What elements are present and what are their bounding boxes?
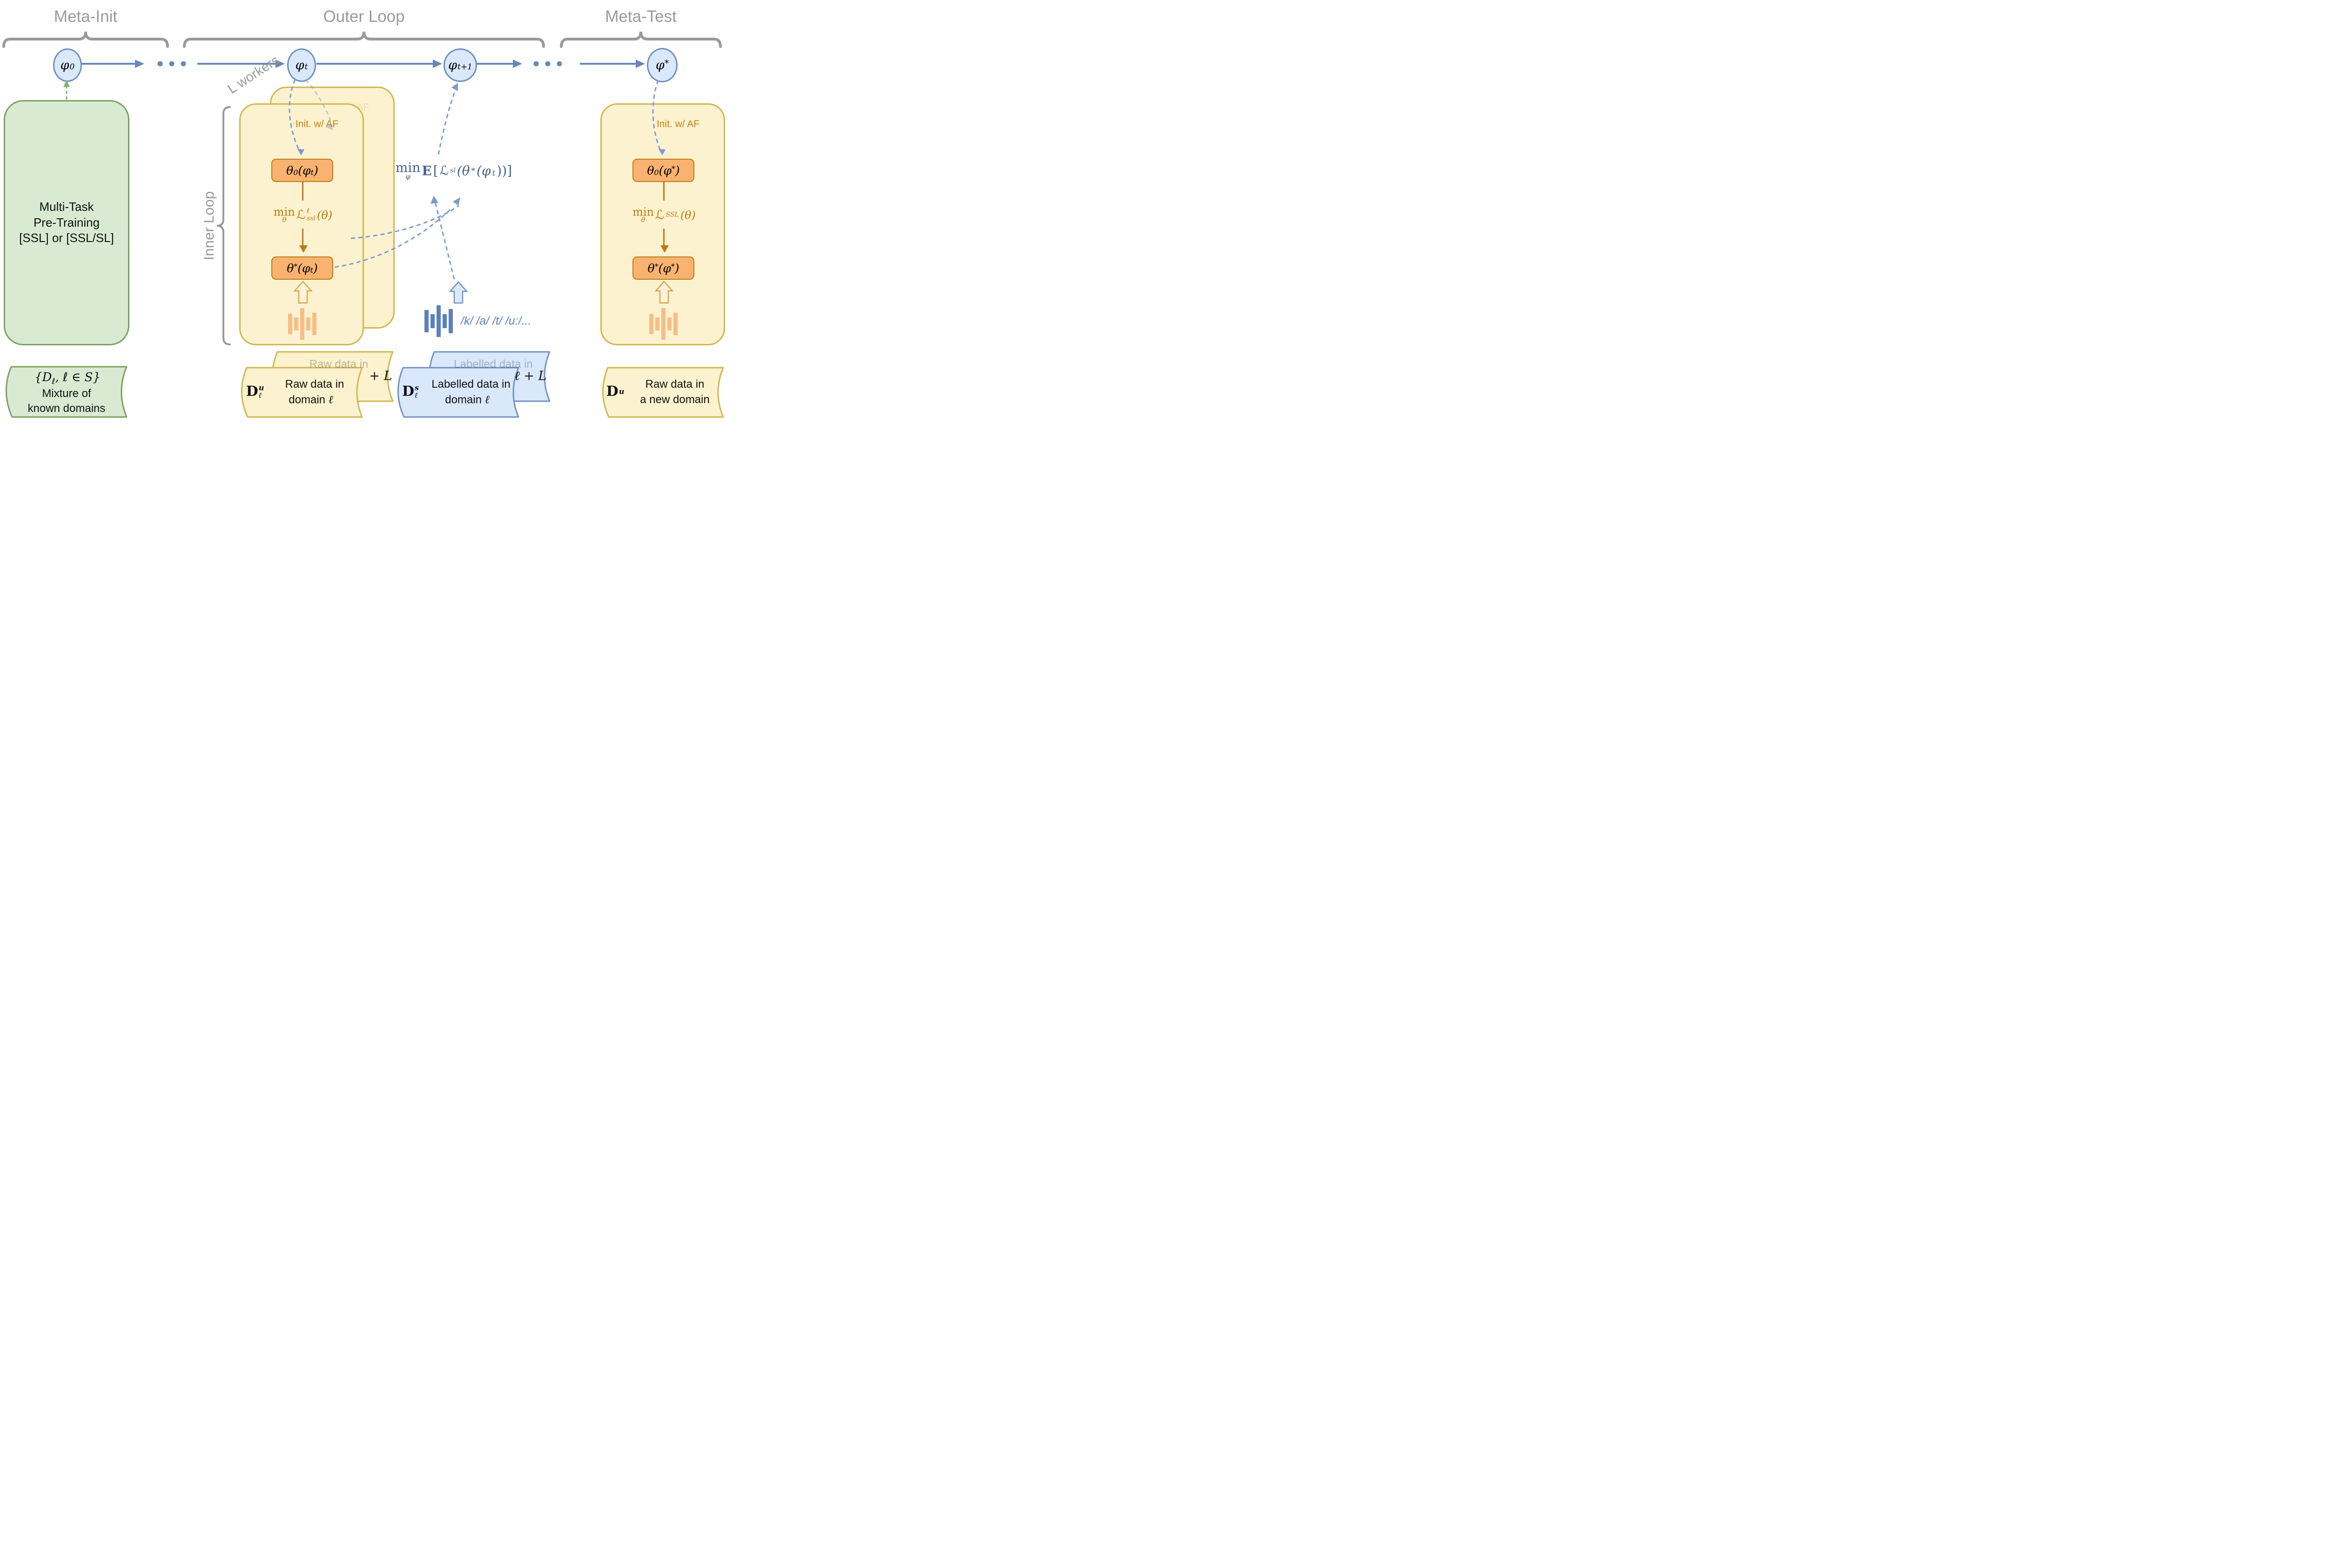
node-phistar: φ* xyxy=(647,48,678,82)
raw-new-line1: Raw data in xyxy=(645,378,705,390)
meta-init-brace xyxy=(2,31,169,48)
raw-audio-input xyxy=(288,281,316,340)
meta-test-brace xyxy=(560,31,722,48)
mixture-set-formula: {Dℓ, ℓ ∈ S} xyxy=(34,370,101,387)
phi0-sub: 0 xyxy=(69,62,75,72)
connector-line xyxy=(302,229,303,246)
labelled-data-front-tape xyxy=(397,367,519,418)
timeline-ellipsis-dots xyxy=(157,61,562,67)
phit-sub: t xyxy=(304,62,308,72)
waveform-icon-orange xyxy=(649,308,678,340)
labelled-back-tape-text: Labelled data in xyxy=(454,358,533,370)
connector-line xyxy=(663,229,665,246)
raw-back-tape-text: Raw data in xyxy=(309,358,369,370)
timeline-arrowheads xyxy=(135,60,645,68)
phistar-base: φ xyxy=(655,58,665,73)
raw-audio-input-metatest xyxy=(649,281,678,340)
phit-base: φ xyxy=(295,58,304,73)
labelled-tape-line2: domain ℓ xyxy=(445,393,490,406)
mixture-line2: Mixture of xyxy=(42,387,91,400)
mixture-domains-tape xyxy=(6,366,128,418)
waveform-icon-orange xyxy=(288,308,316,340)
section-meta-test: Meta-Test xyxy=(605,7,677,26)
raw-new-domain-tape xyxy=(602,367,724,418)
phi0-base: φ xyxy=(60,58,69,73)
connector-line xyxy=(302,182,303,201)
init-af-label: Init. w/ AF xyxy=(295,119,339,129)
raw-back-plusL: + L xyxy=(369,369,392,384)
raw-tape-line1: Raw data in xyxy=(285,378,344,390)
down-arrowhead xyxy=(660,245,669,253)
inner-loop-brace xyxy=(216,106,231,345)
down-arrowhead xyxy=(299,245,308,253)
pretraining-line3: [SSL] or [SSL/SL] xyxy=(19,231,114,245)
pretraining-line2: Pre-Training xyxy=(33,215,100,229)
init-af-label-metatest: Init. w/ AF xyxy=(656,119,700,129)
labelled-tape-line1: Labelled data in xyxy=(431,378,511,390)
section-meta-init: Meta-Init xyxy=(54,7,118,26)
base-layer xyxy=(2,31,724,418)
phit1-base: φ xyxy=(448,58,457,73)
raw-new-line2: a new domain xyxy=(640,393,710,406)
phistar-sup: * xyxy=(664,58,669,68)
theta-star-phistar-box: θ*(φ*) xyxy=(632,256,694,280)
raw-tape-line2: domain ℓ xyxy=(289,393,333,406)
pretraining-line1: Multi-Task xyxy=(39,199,94,214)
outer-loop-brace xyxy=(183,31,545,48)
section-outer-loop: Outer Loop xyxy=(323,7,405,26)
phit1-sub: t+1 xyxy=(457,62,472,72)
phoneme-sequence: /k/ /a/ /t/ /u:/... xyxy=(461,314,531,328)
raw-data-front-tape xyxy=(241,367,363,418)
hollow-up-arrow xyxy=(654,281,674,304)
mixture-line3: known domains xyxy=(27,402,106,415)
data-tapes xyxy=(6,351,724,418)
labelled-back-plusL: ℓ + L xyxy=(514,369,547,384)
inner-loop-label: Inner Loop xyxy=(201,191,217,261)
connector-line xyxy=(663,182,665,201)
pretraining-box: Multi-Task Pre-Training [SSL] or [SSL/SL… xyxy=(4,100,129,345)
hollow-up-arrow xyxy=(293,281,313,304)
